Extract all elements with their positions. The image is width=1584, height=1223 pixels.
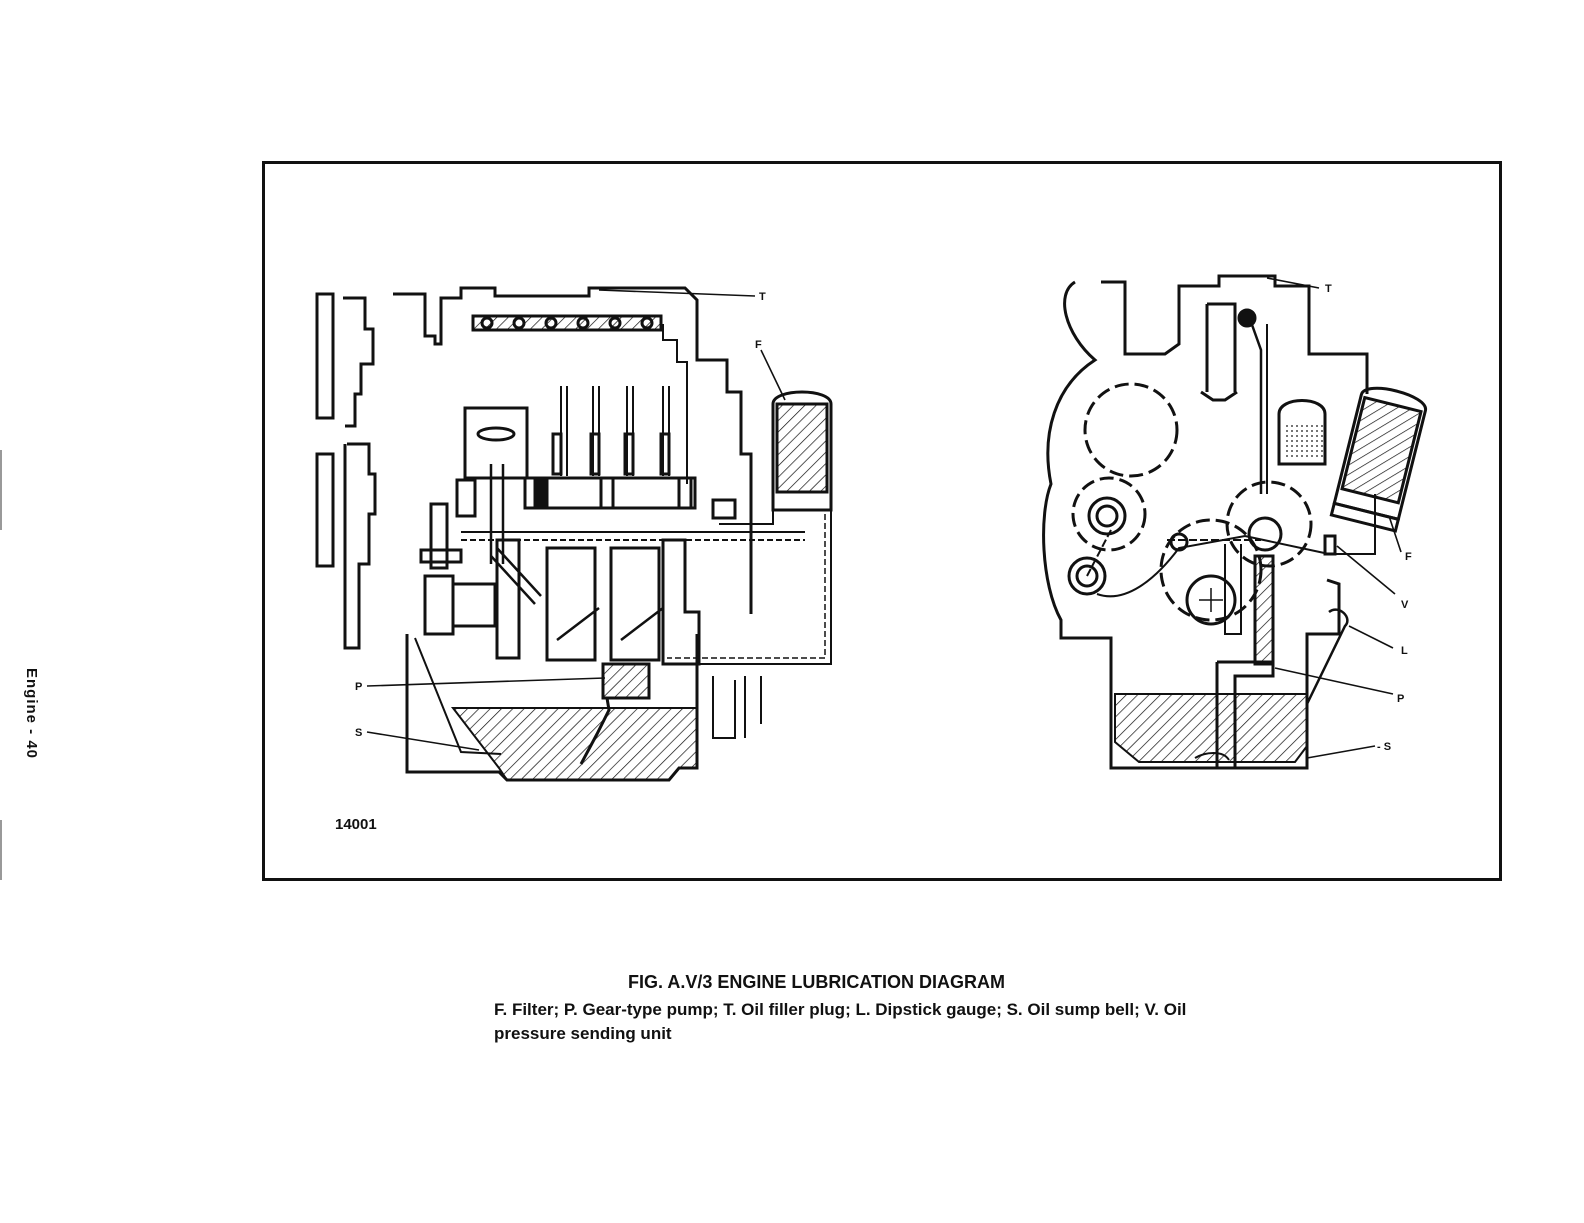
right-label-v: V — [1401, 599, 1409, 611]
left-label-f: F — [755, 339, 762, 351]
page-side-label: Engine - 40 — [23, 668, 40, 759]
diagram-frame: T F P S — [262, 161, 1502, 881]
scan-edge-mark — [0, 450, 2, 530]
scan-edge-mark — [0, 820, 2, 880]
left-label-p: P — [355, 681, 362, 693]
right-label-t: T — [1325, 283, 1332, 295]
figure-code: 14001 — [335, 816, 377, 833]
left-engine-view — [317, 288, 831, 780]
right-label-f: F — [1405, 551, 1412, 563]
left-label-t: T — [759, 291, 766, 303]
right-label-p: P — [1397, 693, 1404, 705]
left-label-s: S — [355, 727, 362, 739]
right-label-s: - S — [1377, 741, 1391, 753]
caption-title: FIG. A.V/3 ENGINE LUBRICATION DIAGRAM — [628, 972, 1005, 993]
right-label-l: L — [1401, 645, 1408, 657]
right-engine-view — [1044, 276, 1429, 768]
lubrication-diagram: T F P S — [265, 164, 1499, 878]
caption-body: F. Filter; P. Gear-type pump; T. Oil fil… — [494, 998, 1214, 1046]
